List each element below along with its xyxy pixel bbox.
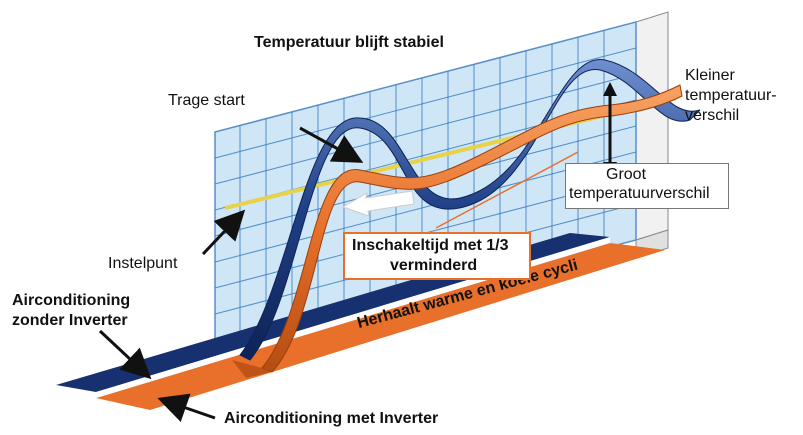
label-met-inverter: Airconditioning met Inverter	[224, 410, 439, 427]
blue-ribbon	[239, 59, 701, 361]
arrow-instelpunt	[201, 209, 246, 256]
arrow-zonder-inverter	[98, 329, 152, 380]
box-inschakeltijd: Inschakeltijd met 1/3 verminderd	[343, 232, 531, 280]
groot-line-2: temperatuurverschil	[569, 185, 710, 202]
label-instelpunt: Instelpunt	[108, 255, 178, 272]
kleiner-line-2: temperatuur-	[685, 87, 777, 104]
inschakeltijd-line-2: verminderd	[390, 257, 478, 274]
arrow-inschakeltijd	[435, 151, 579, 229]
label-trage-start: Trage start	[168, 92, 245, 109]
arrow-trage-start	[299, 126, 364, 163]
kleiner-line-1: Kleiner	[685, 67, 735, 84]
box-kleiner-verschil: Kleiner temperatuur- verschil	[681, 64, 793, 128]
box-groot-verschil: Groot temperatuurverschil	[565, 163, 729, 209]
kleiner-line-3: verschil	[685, 107, 740, 124]
ribbon-base-connector	[232, 360, 272, 378]
arrow-met-inverter	[157, 393, 216, 423]
box-side-panel	[635, 11, 669, 259]
inschakeltijd-line-1: Inschakeltijd met 1/3	[352, 237, 509, 254]
groot-line-1: Groot	[606, 166, 647, 183]
white-shift-arrow	[341, 190, 415, 217]
orange-ribbon	[261, 84, 683, 373]
diagram-title: Temperatuur blijft stabiel	[254, 34, 444, 51]
label-zonder-inverter-2: zonder Inverter	[12, 312, 128, 329]
label-zonder-inverter-1: Airconditioning	[12, 292, 131, 309]
